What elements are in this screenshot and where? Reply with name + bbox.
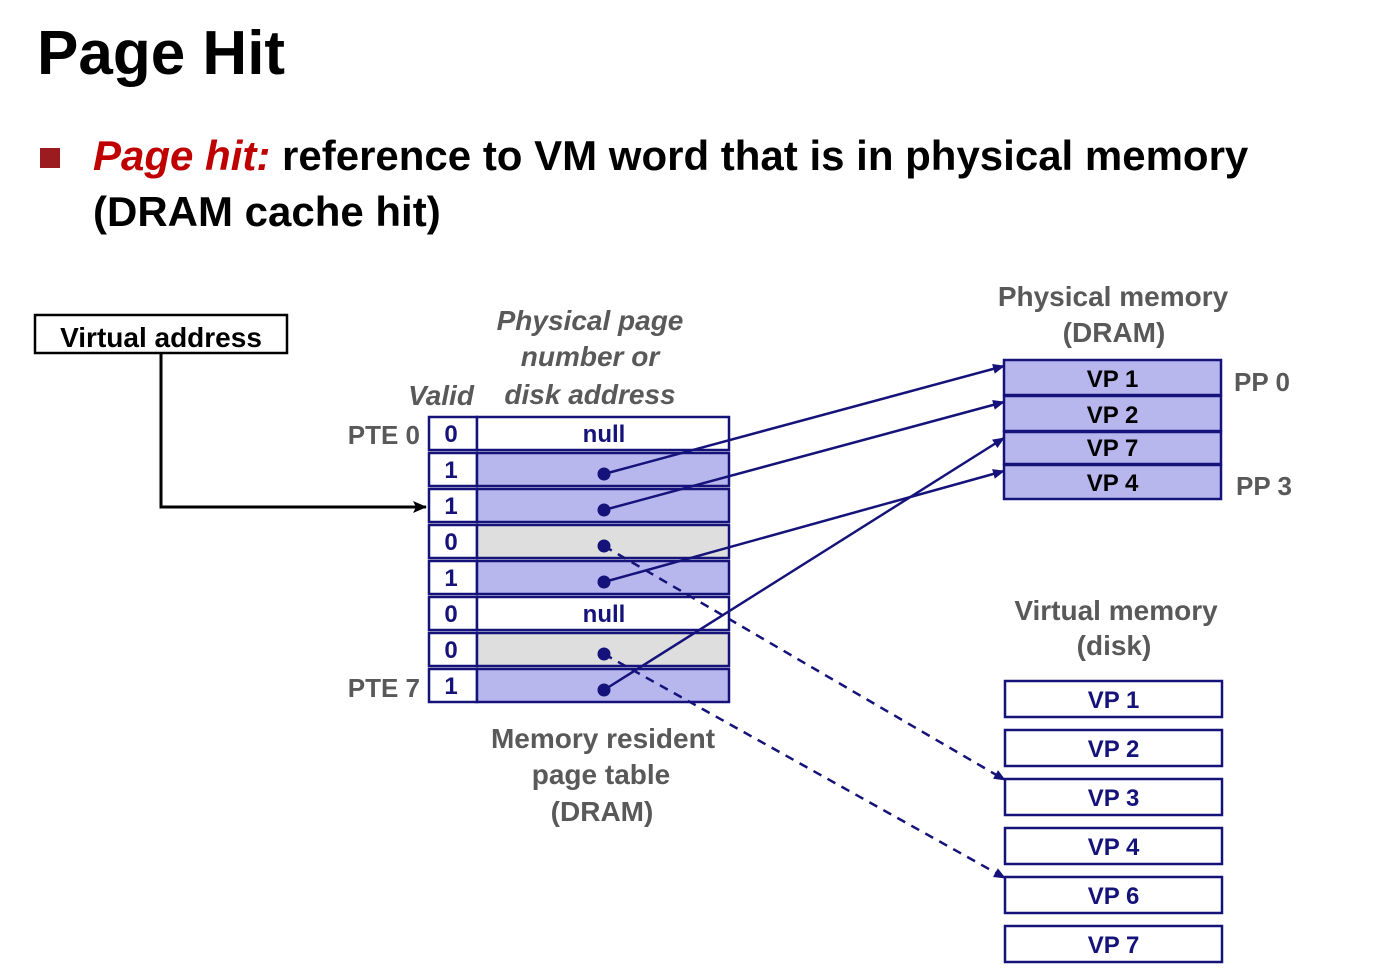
virtual-page-label: VP 7 [1088, 932, 1140, 959]
pte-first-label: PTE 0 [348, 420, 420, 450]
bullet-text: Page hit: reference to VM word that is i… [93, 128, 1353, 240]
resident-page-arrow [603, 400, 1005, 512]
pte-valid-cell [427, 487, 479, 524]
page-table-caption-line-1: Memory resident [491, 723, 715, 754]
virtual-page-box [1003, 777, 1224, 817]
pte-null-text: null [583, 601, 626, 628]
resident-page-arrow [603, 469, 1005, 584]
physical-page-label: VP 2 [1087, 402, 1139, 429]
virtual-memory-title-line-2: (disk) [1077, 630, 1152, 661]
bullet-term: Page hit: [93, 132, 271, 179]
virtual-page-label: VP 1 [1088, 687, 1140, 714]
valid-header: Valid [408, 380, 475, 411]
virtual-page-box [1003, 679, 1224, 719]
pte-valid-bit: 1 [444, 457, 457, 484]
pte-null-text: null [583, 421, 626, 448]
virtual-address-box [33, 313, 289, 355]
virtual-memory-title-line-1: Virtual memory [1014, 595, 1218, 626]
physical-page-label: VP 7 [1087, 435, 1139, 462]
bullet-definition: reference to VM word that is in physical… [93, 132, 1249, 235]
virtual-address-label: Virtual address [60, 322, 262, 353]
virtual-page-label: VP 4 [1088, 834, 1140, 861]
slide-title: Page Hit [37, 19, 286, 88]
pte-valid-cell [427, 631, 479, 668]
page-pointers [603, 364, 1006, 880]
pte-valid-bit: 0 [444, 601, 457, 628]
page-table-caption-line-2: page table [532, 759, 670, 790]
virtual-page-label: VP 6 [1088, 883, 1140, 910]
virtual-address-arrow [159, 353, 427, 513]
pte-valid-cell [427, 415, 479, 452]
pte-content-cell [475, 595, 731, 632]
physical-page-box [1002, 394, 1223, 433]
physical-page-box [1002, 358, 1223, 397]
pp-last-label: PP 3 [1236, 471, 1292, 501]
ppn-header-line-1: Physical page [497, 305, 684, 336]
ppn-header-line-3: disk address [504, 379, 675, 410]
virtual-page-label: VP 2 [1088, 736, 1140, 763]
bullet-square-icon [40, 148, 60, 168]
physical-memory: VP 1 VP 2 VP 7 VP 4 [1002, 358, 1223, 501]
pp-first-label: PP 0 [1234, 367, 1290, 397]
virtual-page-box [1003, 875, 1224, 915]
disk-page-arrow [603, 544, 1006, 782]
pte-last-label: PTE 7 [348, 673, 420, 703]
pte-content-cell [475, 559, 731, 596]
resident-page-arrow [603, 364, 1005, 476]
pte-content-cell [475, 415, 731, 452]
pte-valid-cell [427, 451, 479, 488]
pte-valid-bit: 1 [444, 565, 457, 592]
pte-valid-bit: 0 [444, 529, 457, 556]
physical-memory-title-line-2: (DRAM) [1063, 317, 1166, 348]
resident-page-arrow [603, 436, 1005, 692]
pte-valid-bit: 0 [444, 421, 457, 448]
virtual-page-box [1003, 728, 1224, 768]
ppn-header-line-2: number or [521, 341, 662, 372]
pte-valid-bit: 0 [444, 637, 457, 664]
virtual-page-box [1003, 826, 1224, 866]
physical-page-label: VP 4 [1087, 470, 1139, 497]
page-table-caption-line-3: (DRAM) [551, 796, 654, 827]
pte-valid-cell [427, 667, 479, 704]
virtual-page-label: VP 3 [1088, 785, 1140, 812]
physical-page-label: VP 1 [1087, 366, 1139, 393]
physical-memory-title-line-1: Physical memory [998, 281, 1229, 312]
virtual-page-box [1003, 924, 1224, 964]
disk-page-arrow [603, 652, 1006, 880]
pte-valid-bit: 1 [444, 673, 457, 700]
physical-page-box [1002, 463, 1223, 501]
page-table: 0 null 1 1 0 1 0 null 0 1 [427, 415, 731, 704]
pte-valid-cell [427, 595, 479, 632]
virtual-memory: VP 1 VP 2 VP 3 VP 4 VP 6 VP 7 [1003, 679, 1224, 964]
pte-valid-cell [427, 559, 479, 596]
pte-valid-bit: 1 [444, 493, 457, 520]
